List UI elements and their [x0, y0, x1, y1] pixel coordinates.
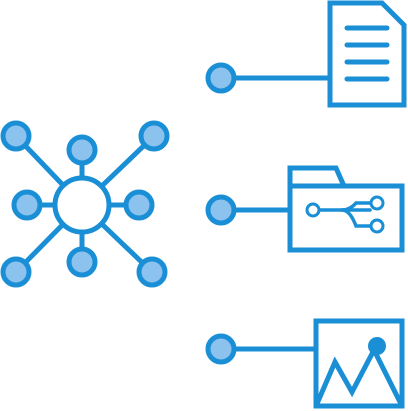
hub-node-top — [66, 134, 98, 166]
folder-connector — [205, 194, 293, 226]
git-node-bottom-right — [369, 218, 385, 234]
folder-connector-node — [205, 194, 237, 226]
hub-node-bottom-right — [136, 256, 168, 288]
image-mountains — [313, 344, 405, 408]
git-node-left — [305, 202, 321, 218]
image-connector-node — [205, 333, 237, 365]
document-connector — [205, 62, 333, 94]
hub-node-top-right — [138, 120, 170, 152]
hub-node-top-left — [0, 120, 32, 152]
hub-node-bottom — [66, 246, 98, 278]
git-folder-icon — [287, 165, 405, 253]
hub-node-right — [123, 189, 155, 221]
hub-node-bottom-left — [0, 256, 32, 288]
image-icon — [313, 318, 405, 409]
git-node-top-right — [369, 195, 385, 211]
document-outline — [327, 0, 407, 108]
network-hub-icon — [0, 120, 170, 288]
image-sun — [368, 337, 386, 355]
image-connector — [205, 333, 319, 365]
document-connector-node — [205, 62, 237, 94]
hub-center-node — [52, 175, 112, 235]
hub-node-left — [11, 189, 43, 221]
image-frame — [313, 318, 405, 409]
git-branch-fork-lower — [340, 208, 372, 228]
document-icon — [327, 0, 407, 108]
